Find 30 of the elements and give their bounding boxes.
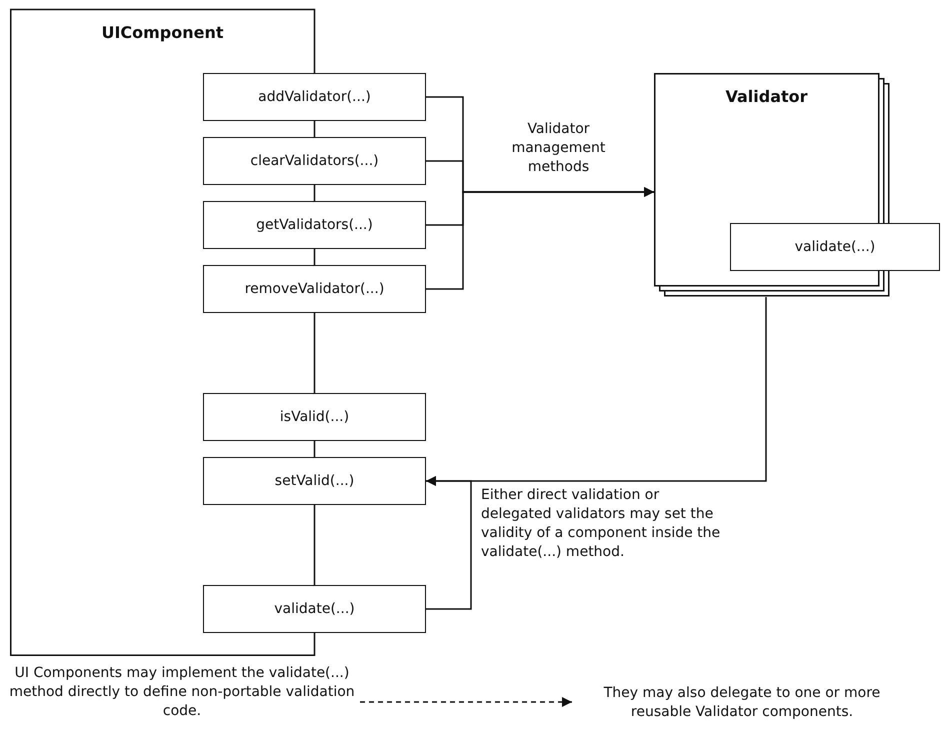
method-name: validate(...): [794, 239, 876, 255]
method-box: [203, 137, 426, 185]
method-box: [203, 265, 426, 313]
connector-line: [314, 505, 316, 585]
connector-line: [314, 249, 316, 265]
method-name: getValidators(...): [256, 217, 373, 233]
method-box: [203, 201, 426, 249]
connector-line: [314, 441, 316, 457]
arrow: [360, 697, 572, 707]
annotation-text: Either direct validation or delegated validators may set the validity of a component inside the validate(...) method.: [481, 486, 722, 562]
arrow: [426, 476, 472, 610]
note-text: UI Components may implement the validate(...) method directly to define non-portable validation code.: [4, 664, 360, 721]
method-box: [203, 585, 426, 633]
method-name: isValid(...): [280, 409, 350, 425]
class-title: UIComponent: [100, 23, 225, 42]
method-box: [203, 393, 426, 441]
connector-line: [314, 313, 316, 393]
class-title: Validator: [724, 87, 809, 106]
method-name: setValid(...): [274, 473, 354, 489]
method-name: removeValidator(...): [244, 281, 384, 297]
method-name: addValidator(...): [258, 89, 371, 105]
method-box: [203, 73, 426, 121]
method-name: clearValidators(...): [250, 153, 379, 169]
note-text: They may also delegate to one or more reusable Validator components.: [572, 684, 912, 722]
connector-line: [314, 121, 316, 137]
method-box: [203, 457, 426, 505]
arrow: [426, 187, 654, 290]
method-box: [730, 223, 940, 271]
method-name: validate(...): [274, 601, 355, 617]
connector-line: [314, 185, 316, 201]
